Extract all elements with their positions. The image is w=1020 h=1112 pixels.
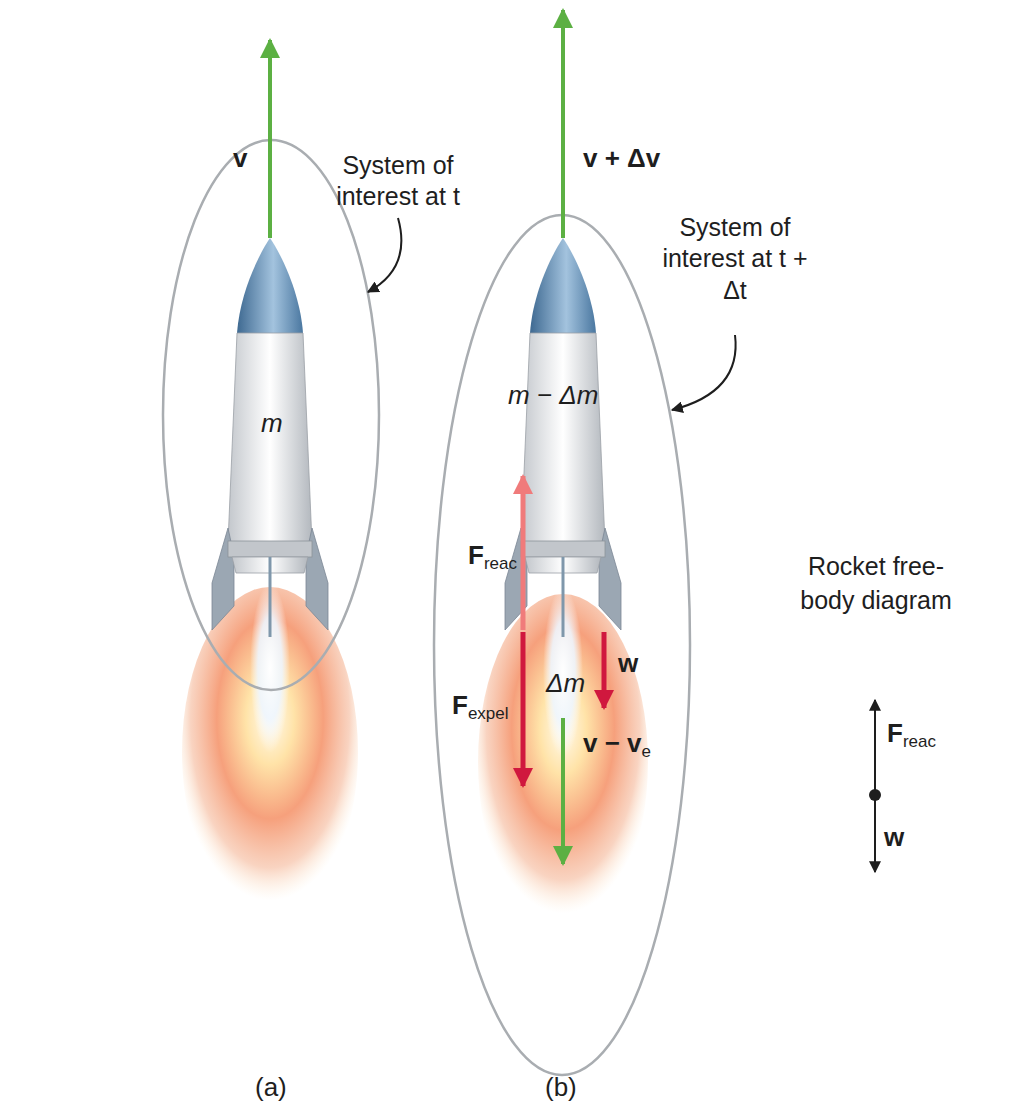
leader-arrow <box>368 218 401 292</box>
vector-label: v + Δv <box>583 143 660 174</box>
mass-label: Δm <box>546 668 585 699</box>
velocity-arrow <box>268 40 272 238</box>
vector-label: F <box>887 718 903 749</box>
subscript: reac <box>903 732 936 752</box>
vector-label: F <box>468 540 484 571</box>
velocity-arrow <box>561 10 565 238</box>
force-arrow <box>874 700 876 795</box>
subscript: reac <box>484 554 517 574</box>
force-arrow <box>602 632 607 708</box>
mass-label: m <box>261 408 283 439</box>
mass-label: m − Δm <box>508 380 598 411</box>
vector-label: w <box>618 648 638 679</box>
leader-arrow <box>672 335 736 410</box>
subscript: e <box>642 742 651 762</box>
velocity-arrow <box>561 718 565 864</box>
vector-label: v − v <box>583 728 642 759</box>
subscript: expel <box>468 704 509 724</box>
force-arrow <box>874 795 876 872</box>
vector-label: v <box>233 143 247 174</box>
rocket <box>505 238 621 637</box>
body-dot <box>869 789 881 801</box>
vector-label: F <box>452 690 468 721</box>
exhaust-flame <box>478 587 648 930</box>
panel-label: (a) <box>255 1072 287 1103</box>
callout-text: System of interest at t + Δt <box>652 212 818 306</box>
callout-text: System of interest at t <box>308 150 488 213</box>
diagram-title: Rocket free-body diagram <box>786 550 966 618</box>
vector-label: w <box>884 822 904 853</box>
force-arrow <box>521 632 526 786</box>
panel-label: (b) <box>545 1072 577 1103</box>
force-arrow <box>521 476 526 630</box>
rocket <box>212 238 328 637</box>
system-boundary <box>434 215 690 1075</box>
